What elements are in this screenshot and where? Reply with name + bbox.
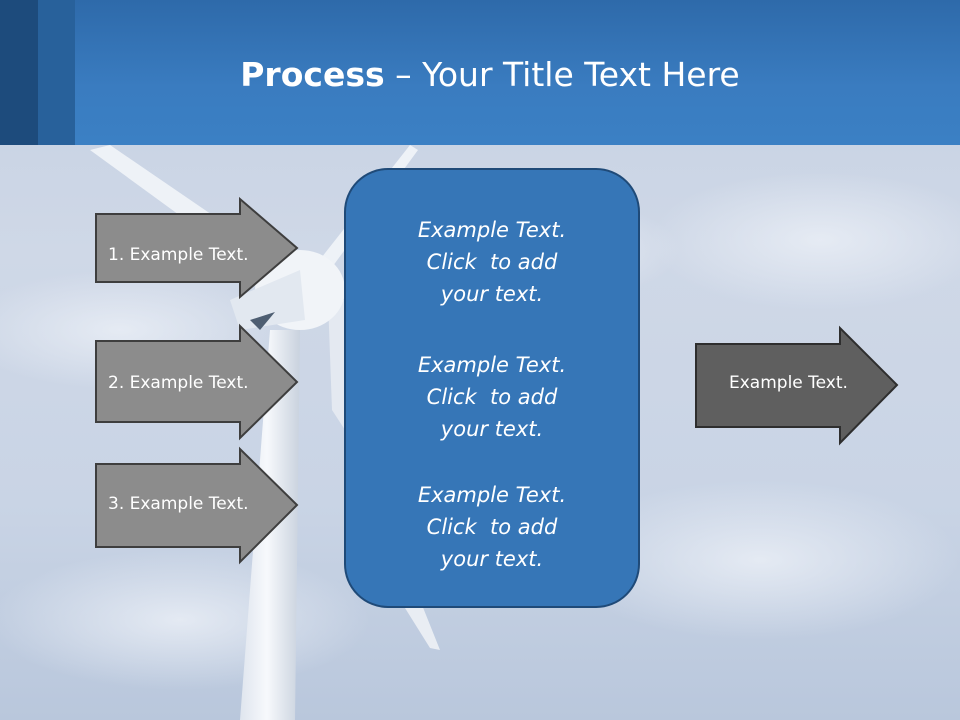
title-rest-part: – Your Title Text Here (384, 55, 740, 94)
arrow-shape (95, 196, 299, 300)
text-line: your text. (440, 282, 544, 306)
text-line: Click to add (426, 250, 558, 274)
left-arrow-2[interactable]: 2. Example Text. (95, 323, 299, 441)
center-text-box[interactable]: Example Text. Click to add your text. Ex… (344, 168, 640, 608)
arrow-shape (95, 446, 299, 565)
center-text-block-2[interactable]: Example Text. Click to add your text. (346, 349, 638, 445)
arrow-shape (95, 323, 299, 441)
title-banner: Process – Your Title Text Here (0, 0, 960, 145)
slide-title[interactable]: Process – Your Title Text Here (75, 50, 905, 100)
text-line: Click to add (426, 385, 558, 409)
center-text-block-3[interactable]: Example Text. Click to add your text. (346, 479, 638, 575)
text-line: your text. (440, 417, 544, 441)
left-arrow-1[interactable]: 1. Example Text. (95, 196, 299, 300)
left-arrow-3[interactable]: 3. Example Text. (95, 446, 299, 565)
text-line: Example Text. (417, 218, 567, 242)
right-arrow[interactable]: Example Text. (695, 325, 899, 446)
arrow-label: 3. Example Text. (108, 494, 249, 514)
header-accent-block (0, 0, 38, 145)
arrow-shape (695, 325, 899, 446)
arrow-label: Example Text. (729, 373, 848, 393)
title-bold-part: Process (240, 55, 385, 94)
arrow-label: 2. Example Text. (108, 373, 249, 393)
text-line: your text. (440, 547, 544, 571)
center-text-block-1[interactable]: Example Text. Click to add your text. (346, 214, 638, 310)
arrow-label: 1. Example Text. (108, 245, 249, 265)
text-line: Example Text. (417, 483, 567, 507)
header-accent-block (38, 0, 75, 145)
text-line: Example Text. (417, 353, 567, 377)
text-line: Click to add (426, 515, 558, 539)
